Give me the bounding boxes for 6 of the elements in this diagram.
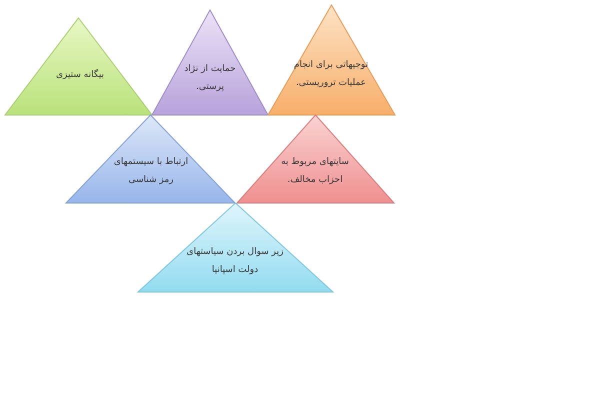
triangle-label: ارتباط با سیستمهای رمز شناسی — [112, 156, 190, 187]
triangle-label: توجیهاتی برای انجام عملیات تروریستی. — [292, 59, 370, 90]
triangle-label: سایتهای مربوط به احزاب مخالف. — [280, 156, 350, 187]
triangle-label: بیگانه ستیزی — [54, 68, 106, 82]
triangle-label: حمایت از نژاد پرستی. — [183, 63, 237, 94]
triangle-label: زیر سوال بردن سیاستهای دولت اسپانیا — [186, 246, 284, 277]
